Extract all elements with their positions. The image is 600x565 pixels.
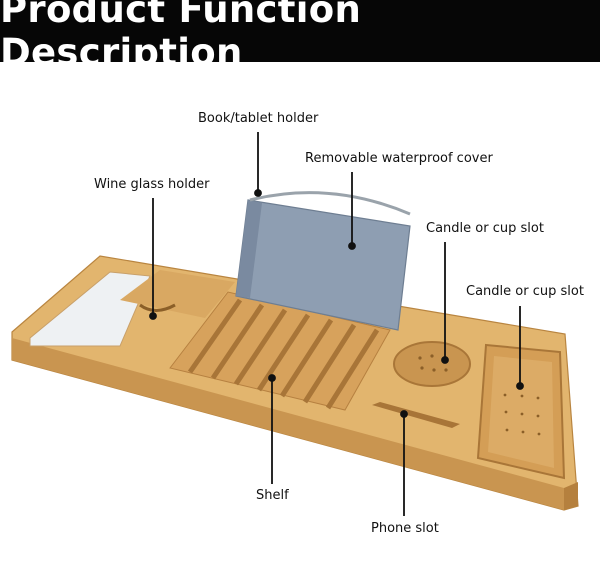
shelf-slats: [187, 298, 380, 410]
phone-slot: [372, 402, 460, 428]
book-holder-wire: [249, 191, 411, 216]
cup-slot-round: [393, 341, 471, 387]
label-candle-cup-slot-1: Candle or cup slot: [426, 221, 544, 236]
waterproof-cover-shadow: [236, 200, 262, 298]
tray-front-edge: [12, 338, 564, 510]
label-removable-cover: Removable waterproof cover: [305, 151, 493, 166]
wine-glass-slot: [139, 303, 176, 312]
callout-pointers: [149, 132, 524, 516]
bath-caddy-illustration: [11, 132, 579, 516]
title-bar: Product Function Description: [0, 0, 600, 74]
tray-side-edge: [564, 482, 578, 510]
cup-box-drain-holes: [503, 393, 541, 436]
label-shelf: Shelf: [256, 488, 289, 503]
label-book-tablet-holder: Book/tablet holder: [198, 111, 319, 126]
left-extension-opening: [29, 271, 151, 347]
label-candle-cup-slot-2: Candle or cup slot: [466, 284, 584, 299]
cup-box-inner: [488, 356, 554, 468]
page-title: Product Function Description: [0, 0, 362, 74]
wine-glass-holder-area: [120, 270, 235, 318]
label-phone-slot: Phone slot: [371, 521, 439, 536]
label-wine-glass-holder: Wine glass holder: [94, 177, 210, 192]
